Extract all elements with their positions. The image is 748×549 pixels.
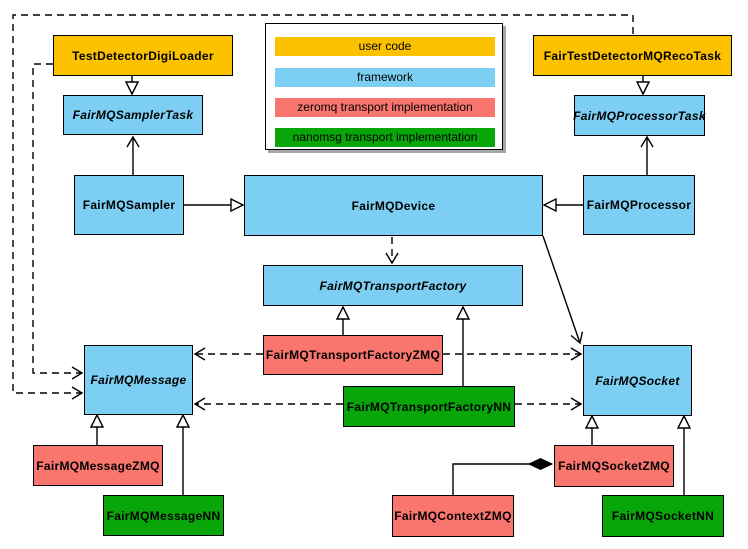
node-label: FairMQSocketZMQ [558,459,670,473]
node-fairmqtransportfactory: FairMQTransportFactory [263,265,523,306]
legend-label: zeromq transport implementation [297,100,473,114]
legend-item-user-code: user code [275,37,495,56]
node-fairmqmessagezmq: FairMQMessageZMQ [33,445,163,486]
node-label: FairMQMessage [90,373,187,387]
node-fairtestdetectormqrecotask: FairTestDetectorMQRecoTask [533,35,732,76]
node-fairmqprocessortask: FairMQProcessorTask [573,95,706,136]
node-fairmqsocketnn: FairMQSocketNN [602,495,724,537]
node-label: FairMQMessageZMQ [36,458,160,473]
edge-comp-contextzmq-socketzmq [452,464,552,495]
node-label: FairMQProcessorTask [573,108,706,123]
node-label: FairMQMessageNN [106,508,221,523]
node-label: FairMQContextZMQ [394,509,512,523]
node-label: FairMQTransportFactoryNN [346,399,512,414]
node-testdetectordigiloader: TestDetectorDigiLoader [53,35,233,76]
node-fairmqtransportfactoryzmq: FairMQTransportFactoryZMQ [263,335,443,375]
node-fairmqsocket: FairMQSocket [583,345,692,416]
edge-dep-digiloader-message [32,63,84,380]
legend-item-nanomsg: nanomsg transport implementation [275,128,495,147]
node-fairmqmessagenn: FairMQMessageNN [103,495,224,536]
node-label: FairMQDevice [351,198,436,213]
legend-label: nanomsg transport implementation [292,130,478,144]
node-fairmqsampler: FairMQSampler [74,175,184,235]
legend-item-framework: framework [275,68,495,87]
node-fairmqsamplertask: FairMQSamplerTask [63,95,203,135]
node-label: FairMQSampler [82,198,176,212]
legend-label: framework [356,70,413,84]
node-label: FairMQTransportFactoryZMQ [265,348,441,362]
node-fairmqdevice: FairMQDevice [244,175,543,236]
legend-item-zeromq: zeromq transport implementation [275,98,495,117]
node-label: TestDetectorDigiLoader [72,48,214,63]
node-label: FairTestDetectorMQRecoTask [543,48,722,63]
node-label: FairMQSocket [595,373,680,388]
node-label: FairMQSamplerTask [72,108,194,122]
node-fairmqcontextzmq: FairMQContextZMQ [392,495,514,537]
edge-dep-recotask-message [12,14,634,400]
edge-assoc-device-socket [542,235,584,345]
node-fairmqmessage: FairMQMessage [84,345,193,415]
legend-label: user code [358,39,412,53]
node-fairmqtransportfactorynn: FairMQTransportFactoryNN [343,386,515,427]
node-fairmqsocketzmq: FairMQSocketZMQ [554,445,674,487]
node-fairmqprocessor: FairMQProcessor [583,175,695,235]
node-label: FairMQTransportFactory [319,278,467,293]
legend: user code framework zeromq transport imp… [265,23,503,150]
node-label: FairMQSocketNN [611,509,715,523]
node-label: FairMQProcessor [586,198,692,212]
